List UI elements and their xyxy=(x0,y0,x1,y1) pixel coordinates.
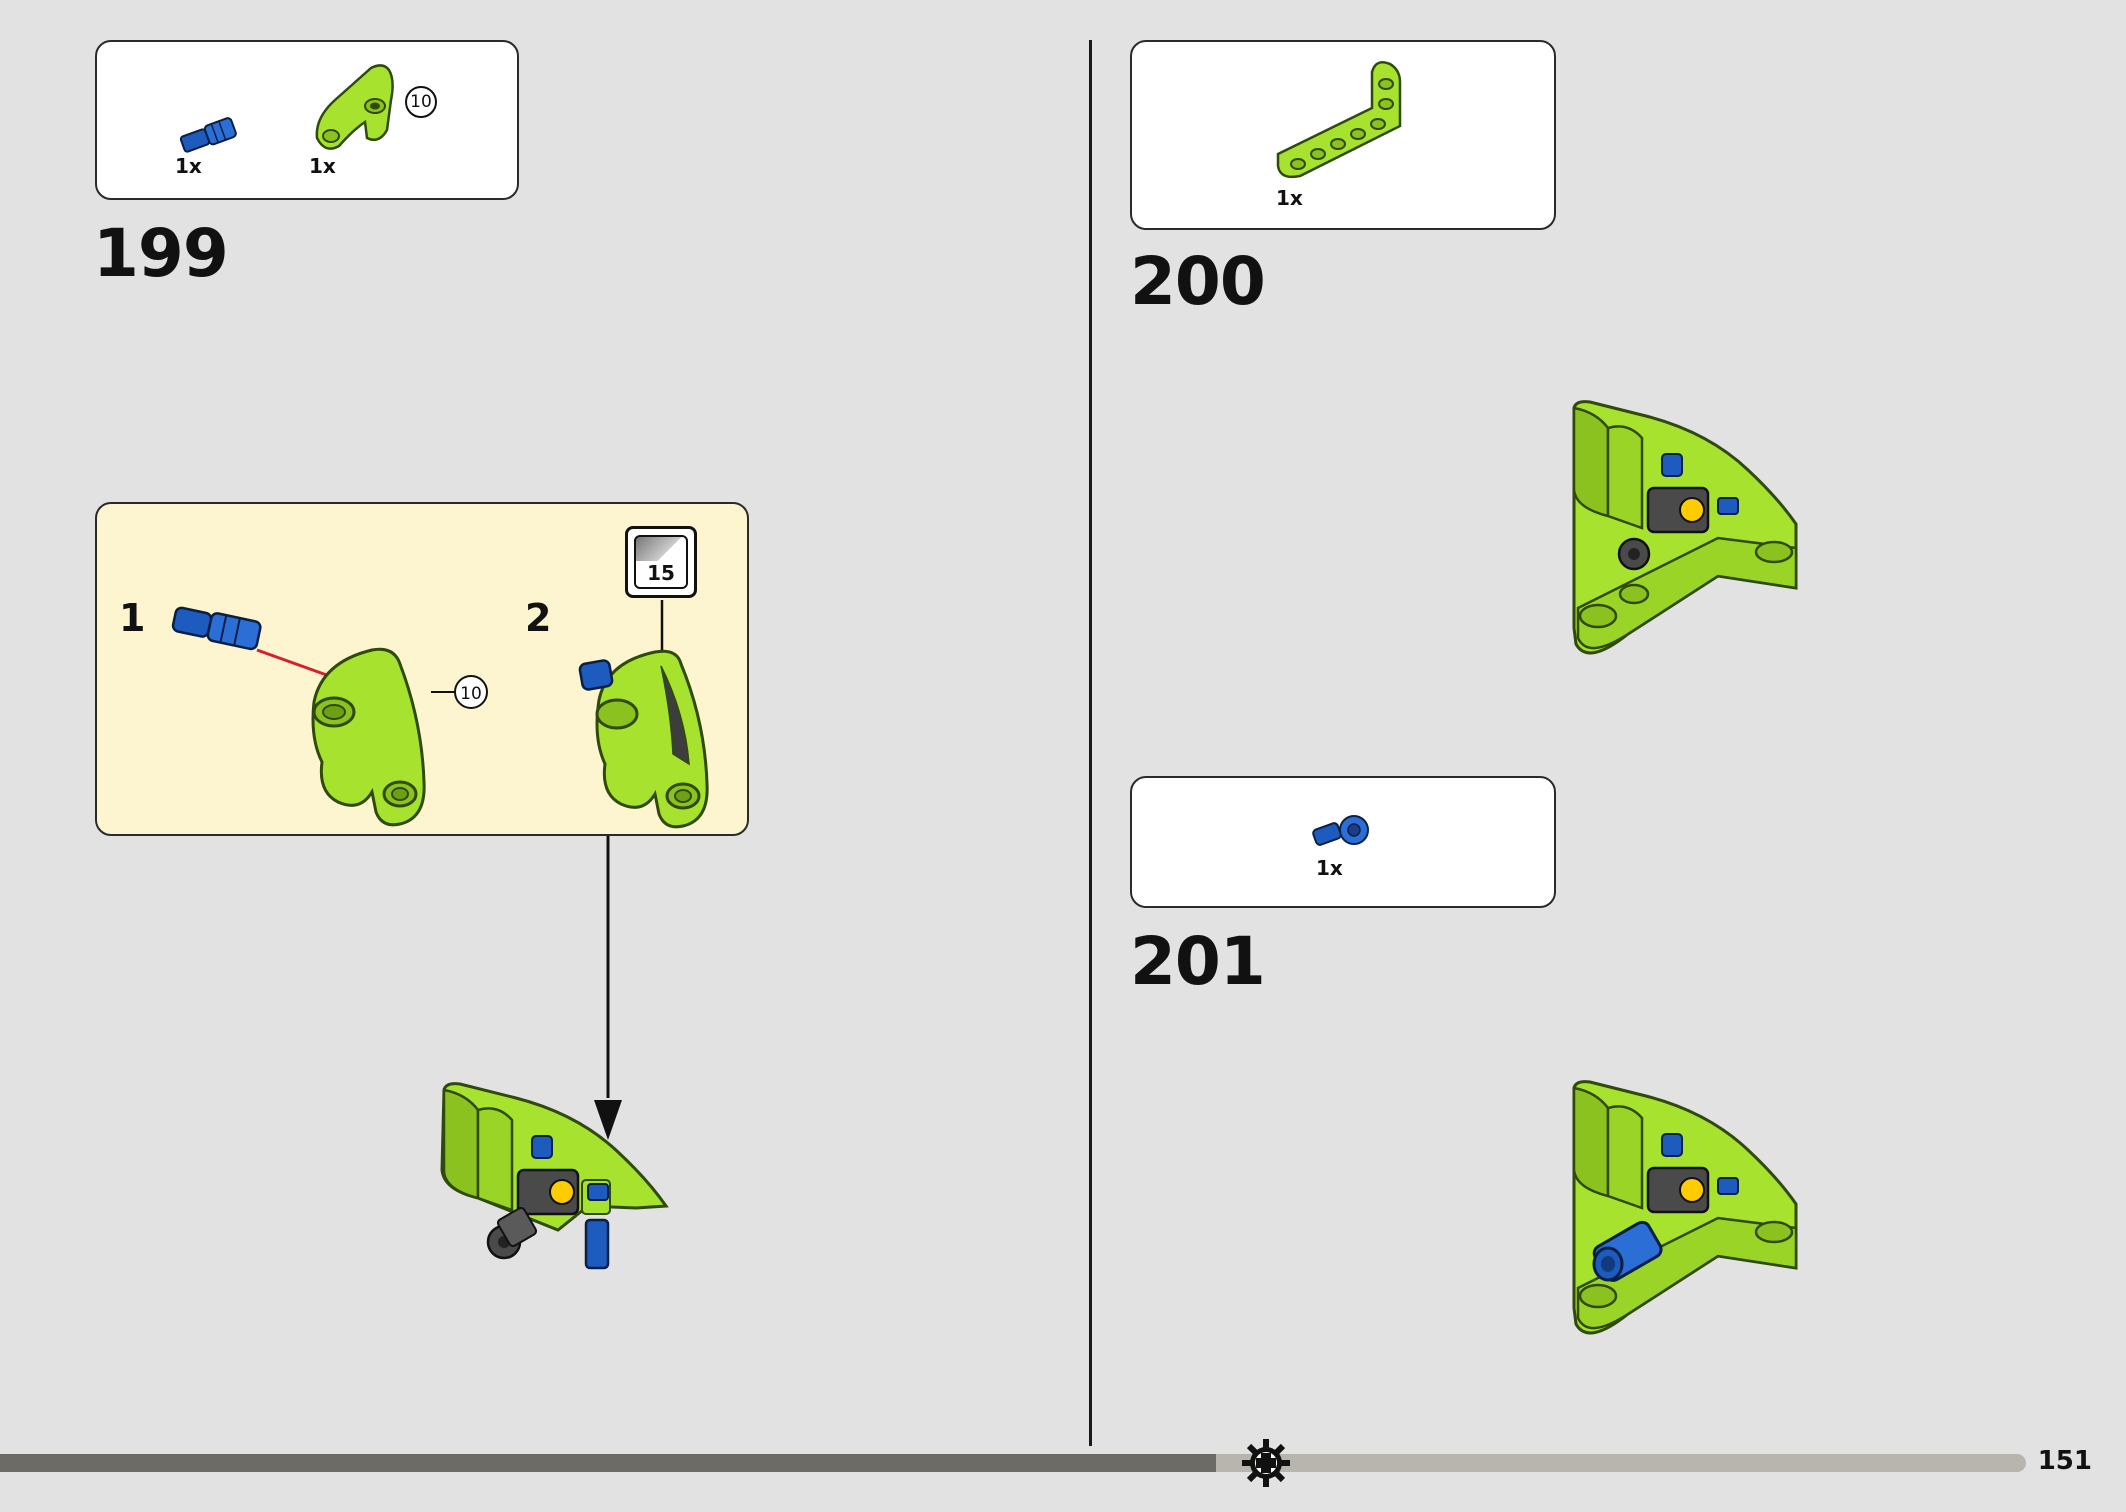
parts-panel-200: 1x xyxy=(1130,40,1556,230)
page-divider xyxy=(1089,40,1092,1446)
blue-angle-connector-icon xyxy=(1312,815,1369,846)
sticker-leader-line xyxy=(660,600,664,650)
step-number-199: 199 xyxy=(93,215,229,292)
model-assembly-201 xyxy=(1572,1080,1798,1335)
part-qty-axle-pin: 1x xyxy=(175,154,202,178)
sticker-icon: 15 xyxy=(634,535,688,589)
parts-panel-201: 1x xyxy=(1130,776,1556,908)
lime-panel-icon xyxy=(315,64,394,150)
assembled-panel-icon xyxy=(578,649,709,829)
lime-l-beam-icon xyxy=(1276,61,1402,179)
part-qty-angle-connector: 1x xyxy=(1316,856,1343,880)
part-qty-l-beam: 1x xyxy=(1276,186,1303,210)
part-qty-panel: 1x xyxy=(309,154,336,178)
model-assembly-199 xyxy=(440,1082,669,1270)
step-number-200: 200 xyxy=(1130,243,1266,320)
length-callout-icon xyxy=(431,675,488,709)
blue-axle-pin-icon xyxy=(179,117,237,153)
sub-assembly-arrow-icon xyxy=(594,836,622,1140)
step-number-201: 201 xyxy=(1130,923,1266,1000)
gear-icon xyxy=(1242,1439,1290,1487)
progress-bar-fill xyxy=(0,1454,1216,1472)
sub-step-callout-label: 10 xyxy=(460,684,482,704)
blue-axle-pin-icon xyxy=(171,606,262,651)
length-callout-icon xyxy=(405,86,437,118)
sub-step-number-2: 2 xyxy=(525,596,552,640)
model-assembly-200 xyxy=(1572,400,1798,655)
sticker-number: 15 xyxy=(636,561,686,585)
progress-bar xyxy=(0,1454,2026,1472)
sub-assembly-callout: 1 2 10 15 xyxy=(95,502,749,836)
parts-panel-199: 1x 10 1x xyxy=(95,40,519,200)
sub-step-number-1: 1 xyxy=(119,596,146,640)
lime-panel-icon xyxy=(311,647,426,827)
part-callout-label: 10 xyxy=(410,92,432,112)
page-number: 151 xyxy=(2037,1446,2092,1476)
sticker-callout: 15 xyxy=(625,526,697,598)
